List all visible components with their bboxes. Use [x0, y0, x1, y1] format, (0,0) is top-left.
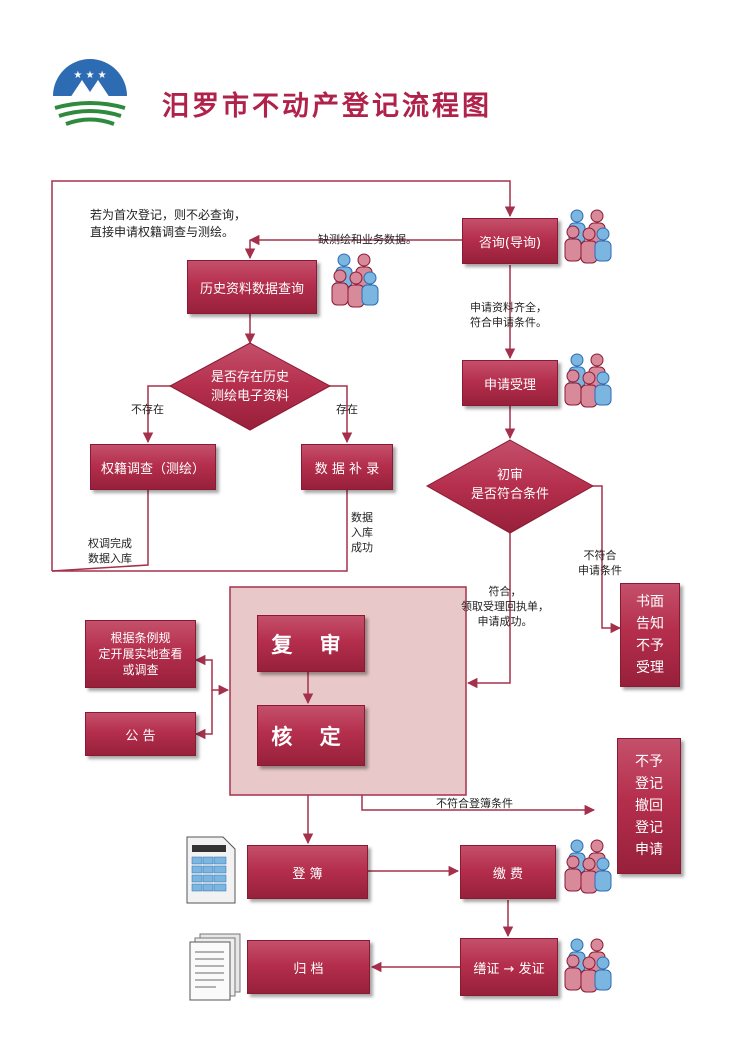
arrow-inspection-link [194, 654, 230, 696]
label-exist: 存在 [336, 403, 358, 416]
label-data-ok: 数据 入库 成功 [351, 511, 373, 554]
arrow-exist [328, 385, 353, 444]
spreadsheet-icon [186, 836, 236, 904]
label-not-meet: 不符合 申请条件 [578, 549, 622, 577]
decision-history-diamond [168, 342, 332, 431]
people-group-icon [564, 839, 612, 894]
node-history-query: 历史资料数据查询 [187, 260, 317, 314]
documents-icon [189, 933, 241, 1001]
label-complete-materials: 申请资料齐全， 符合申请条件。 [470, 301, 547, 329]
node-initial-review: 初审 是否符合条件 [470, 468, 549, 502]
node-approve: 核 定 [257, 705, 365, 766]
people-group-icon [564, 209, 612, 264]
node-consult: 咨询(导询) [462, 218, 558, 264]
page-title: 汨罗市不动产登记流程图 [162, 91, 492, 122]
label-missing-data: 缺测绘和业务数据。 [318, 233, 417, 246]
line-supplement-down [52, 490, 348, 572]
arrow-meet [466, 533, 511, 689]
node-data-supplement: 数 据 补 录 [301, 444, 393, 490]
node-cadastral-survey: 权籍调查（测绘） [90, 444, 216, 490]
loop-top-line [51, 180, 516, 571]
label-not-meet-register: 不符合登簿条件 [436, 797, 513, 810]
node-accept: 申请受理 [462, 360, 558, 406]
node-inspection: 根据条例规 定开展实地查看 或调查 [85, 620, 196, 688]
label-not-exist: 不存在 [131, 403, 164, 416]
node-issue: 缮证 → 发证 [460, 938, 558, 996]
note-first-register: 若为首次登记，则不必查询， 直接申请权籍调查与测绘。 [90, 208, 247, 239]
node-notify-reject: 书面 告知 不予 受理 [620, 583, 680, 687]
arrow-not-exist [142, 385, 172, 444]
decision-initial-review-diamond [425, 439, 595, 534]
logo-icon: ★ ★ ★ [53, 59, 127, 133]
label-meet: 符合， 领取受理回执单， 申请成功。 [461, 585, 549, 628]
node-payment: 缴 费 [460, 845, 556, 899]
label-survey-done: 权调完成 数据入库 [88, 537, 132, 565]
svg-text:★ ★ ★: ★ ★ ★ [73, 70, 106, 81]
arrow-not-meet-register [361, 795, 596, 816]
people-group-icon [564, 938, 612, 993]
node-re-review: 复 审 [257, 615, 365, 672]
arrow-announce-link [194, 690, 213, 740]
node-announcement: 公 告 [85, 712, 196, 756]
node-check-history: 是否存在历史 测绘电子资料 [210, 370, 289, 404]
node-archive: 归 档 [247, 940, 370, 994]
node-deny-register: 不予 登记 撤回 登记 申请 [617, 738, 681, 874]
people-group-icon [564, 353, 612, 408]
node-register: 登 簿 [247, 845, 368, 899]
arrow-not-meet [591, 485, 622, 634]
line-survey-down [51, 490, 149, 572]
people-group-icon [331, 253, 379, 308]
